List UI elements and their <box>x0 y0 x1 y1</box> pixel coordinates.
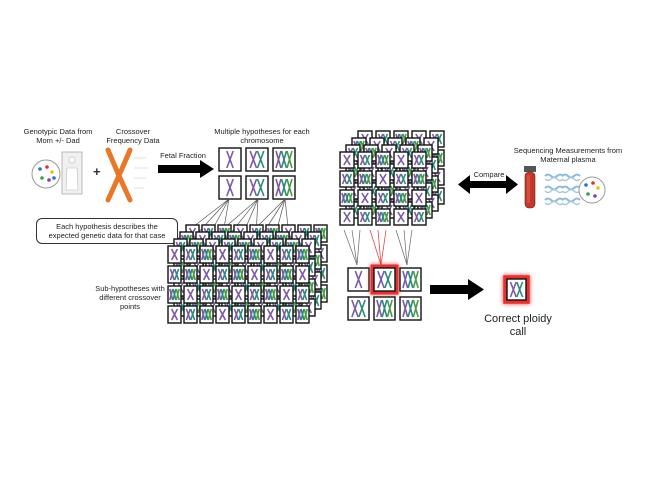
selection-chromosome <box>373 296 396 321</box>
sub-hypothesis-chromosome <box>183 305 198 324</box>
hypothesis-chromosome <box>272 175 296 200</box>
sub-hypothesis-chromosome <box>263 305 278 324</box>
sub-hypothesis-chromosome <box>279 305 294 324</box>
stack-chromosome <box>411 208 427 226</box>
sub-hypothesis-chromosome <box>215 265 230 284</box>
stack-chromosome <box>393 189 409 207</box>
selection-chromosome <box>399 267 422 292</box>
stack-chromosome <box>339 151 355 169</box>
sub-hypothesis-chromosome <box>215 305 230 324</box>
crossover-icon <box>105 147 148 203</box>
sub-hypothesis-chromosome <box>215 245 230 264</box>
measurement-hypothesis-stack <box>339 130 445 226</box>
hypothesis-note-box: Each hypothesis describes the expected g… <box>36 218 178 244</box>
dna-strand-icon <box>544 173 581 206</box>
sub-hypothesis-chromosome <box>199 305 214 324</box>
selection-chromosome <box>373 267 396 292</box>
sub-hypothesis-chromosome <box>199 285 214 304</box>
sub-hypothesis-chromosome <box>231 305 246 324</box>
fetal-fraction-arrow <box>158 160 214 178</box>
selection-chromosome <box>347 267 370 292</box>
stack-chromosome <box>339 170 355 188</box>
stack-chromosome <box>393 170 409 188</box>
sub-hypothesis-chromosome <box>295 245 310 264</box>
plasma-cell-icon <box>578 176 606 204</box>
sub-hypothesis-chromosome <box>247 285 262 304</box>
sub-hypothesis-chromosome <box>231 265 246 284</box>
result-chromosome <box>506 278 527 301</box>
sub-hypothesis-chromosome <box>247 265 262 284</box>
sub-hypothesis-chromosome <box>199 265 214 284</box>
selection-fan-lines <box>343 229 413 266</box>
sub-hypothesis-chromosome <box>279 265 294 284</box>
hypotheses-label: Multiple hypotheses for each chromosome <box>214 127 310 145</box>
result-arrow <box>430 279 484 300</box>
blood-tube-icon <box>524 166 536 209</box>
compare-label: Compare <box>473 170 505 179</box>
stack-chromosome <box>375 208 391 226</box>
stack-chromosome <box>375 170 391 188</box>
sub-hypothesis-chromosome <box>215 285 230 304</box>
stack-chromosome <box>339 208 355 226</box>
sub-hypothesis-chromosome <box>183 265 198 284</box>
sub-hypothesis-chromosome <box>247 305 262 324</box>
cell-icon <box>31 159 61 189</box>
silhouette-icon <box>61 151 83 195</box>
hypothesis-chromosome <box>245 175 269 200</box>
sub-hypothesis-chromosome <box>199 245 214 264</box>
sub-hypothesis-chromosome <box>183 245 198 264</box>
stack-chromosome <box>357 170 373 188</box>
sub-hypotheses-label: Sub-hypotheses with different crossover … <box>95 284 165 311</box>
stack-chromosome <box>357 151 373 169</box>
sub-hypothesis-chromosome <box>247 245 262 264</box>
stack-chromosome <box>357 189 373 207</box>
compare-double-arrow <box>458 175 518 194</box>
hypothesis-chromosome <box>218 175 242 200</box>
sub-hypothesis-chromosome <box>231 245 246 264</box>
fetal-fraction-label: Fetal Fraction <box>160 151 206 160</box>
sub-hypothesis-chromosome <box>231 285 246 304</box>
stack-chromosome <box>357 208 373 226</box>
sub-hypothesis-chromosome <box>279 285 294 304</box>
stack-chromosome <box>393 208 409 226</box>
sub-hypothesis-chromosome <box>263 245 278 264</box>
correct-call-box <box>503 275 530 304</box>
sub-hypothesis-chromosome <box>167 245 182 264</box>
genotypic-data-label: Genotypic Data from Mom +/- Dad <box>23 127 93 145</box>
sub-hypothesis-chromosome <box>167 265 182 284</box>
sub-hypothesis-chromosome <box>183 285 198 304</box>
sub-hypothesis-chromosome <box>263 285 278 304</box>
stack-chromosome <box>411 170 427 188</box>
crossover-data-label: Crossover Frequency Data <box>106 127 160 145</box>
hypothesis-grid <box>218 147 296 200</box>
selection-grid <box>347 264 422 321</box>
stack-chromosome <box>411 189 427 207</box>
hypothesis-chromosome <box>218 147 242 172</box>
correct-ploidy-call-label: Correct ploidy call <box>484 313 552 338</box>
selection-chromosome <box>347 296 370 321</box>
sub-hypothesis-chromosome <box>279 245 294 264</box>
hypothesis-chromosome <box>272 147 296 172</box>
stack-chromosome <box>375 151 391 169</box>
hypothesis-chromosome <box>245 147 269 172</box>
sub-hypothesis-chromosome <box>295 305 310 324</box>
selection-chromosome <box>399 296 422 321</box>
sub-hypothesis-chromosome <box>167 285 182 304</box>
stack-chromosome <box>411 151 427 169</box>
stack-chromosome <box>393 151 409 169</box>
sequencing-label: Sequencing Measurements from Maternal pl… <box>513 146 623 164</box>
hypothesis-note-text: Each hypothesis describes the expected g… <box>48 221 166 241</box>
sub-hypothesis-chromosome <box>295 285 310 304</box>
stack-chromosome <box>375 189 391 207</box>
sub-hypothesis-chromosome <box>263 265 278 284</box>
sub-hypothesis-chromosome <box>167 305 182 324</box>
plus-sign: + <box>93 164 101 179</box>
stack-chromosome <box>339 189 355 207</box>
sub-hypothesis-chromosome <box>295 265 310 284</box>
sub-hypotheses-stack <box>167 224 328 324</box>
